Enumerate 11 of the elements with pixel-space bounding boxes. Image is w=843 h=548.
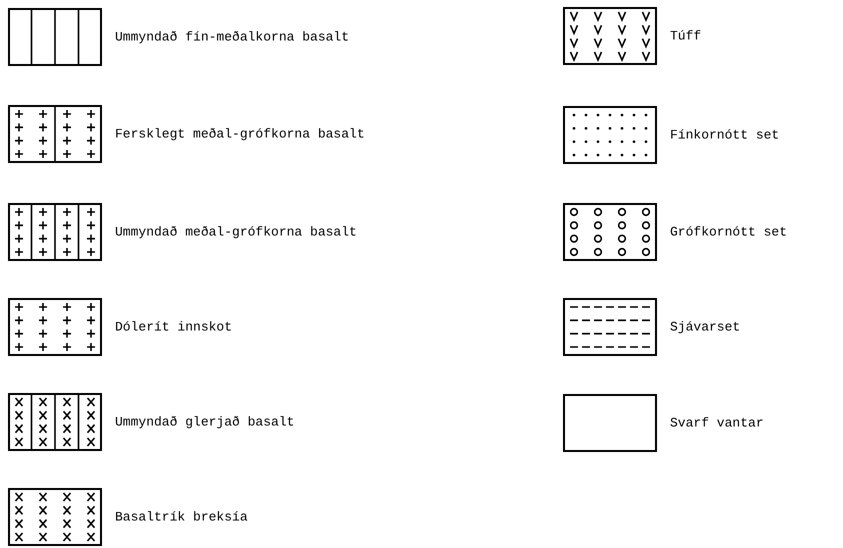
legend-text: Fínkornótt set (670, 128, 780, 142)
legend-text: Túff (670, 28, 702, 44)
legend-text: Svarf vantar (670, 416, 764, 430)
legend-text: Ummyndað meðal-grófkorna basalt (115, 224, 357, 240)
legend-text: Basaltrík breksía (115, 510, 248, 524)
legend-text: Fersklegt meðal-grófkorna basalt (115, 126, 365, 142)
legend-text: Grófkornótt set (670, 224, 788, 240)
legend-text: Ummyndað fín-meðalkorna basalt (115, 30, 350, 44)
legend-text: Dólerít innskot (115, 320, 232, 334)
legend-text: Ummyndað glerjað basalt (115, 414, 294, 430)
legend-text: Sjávarset (670, 320, 740, 334)
